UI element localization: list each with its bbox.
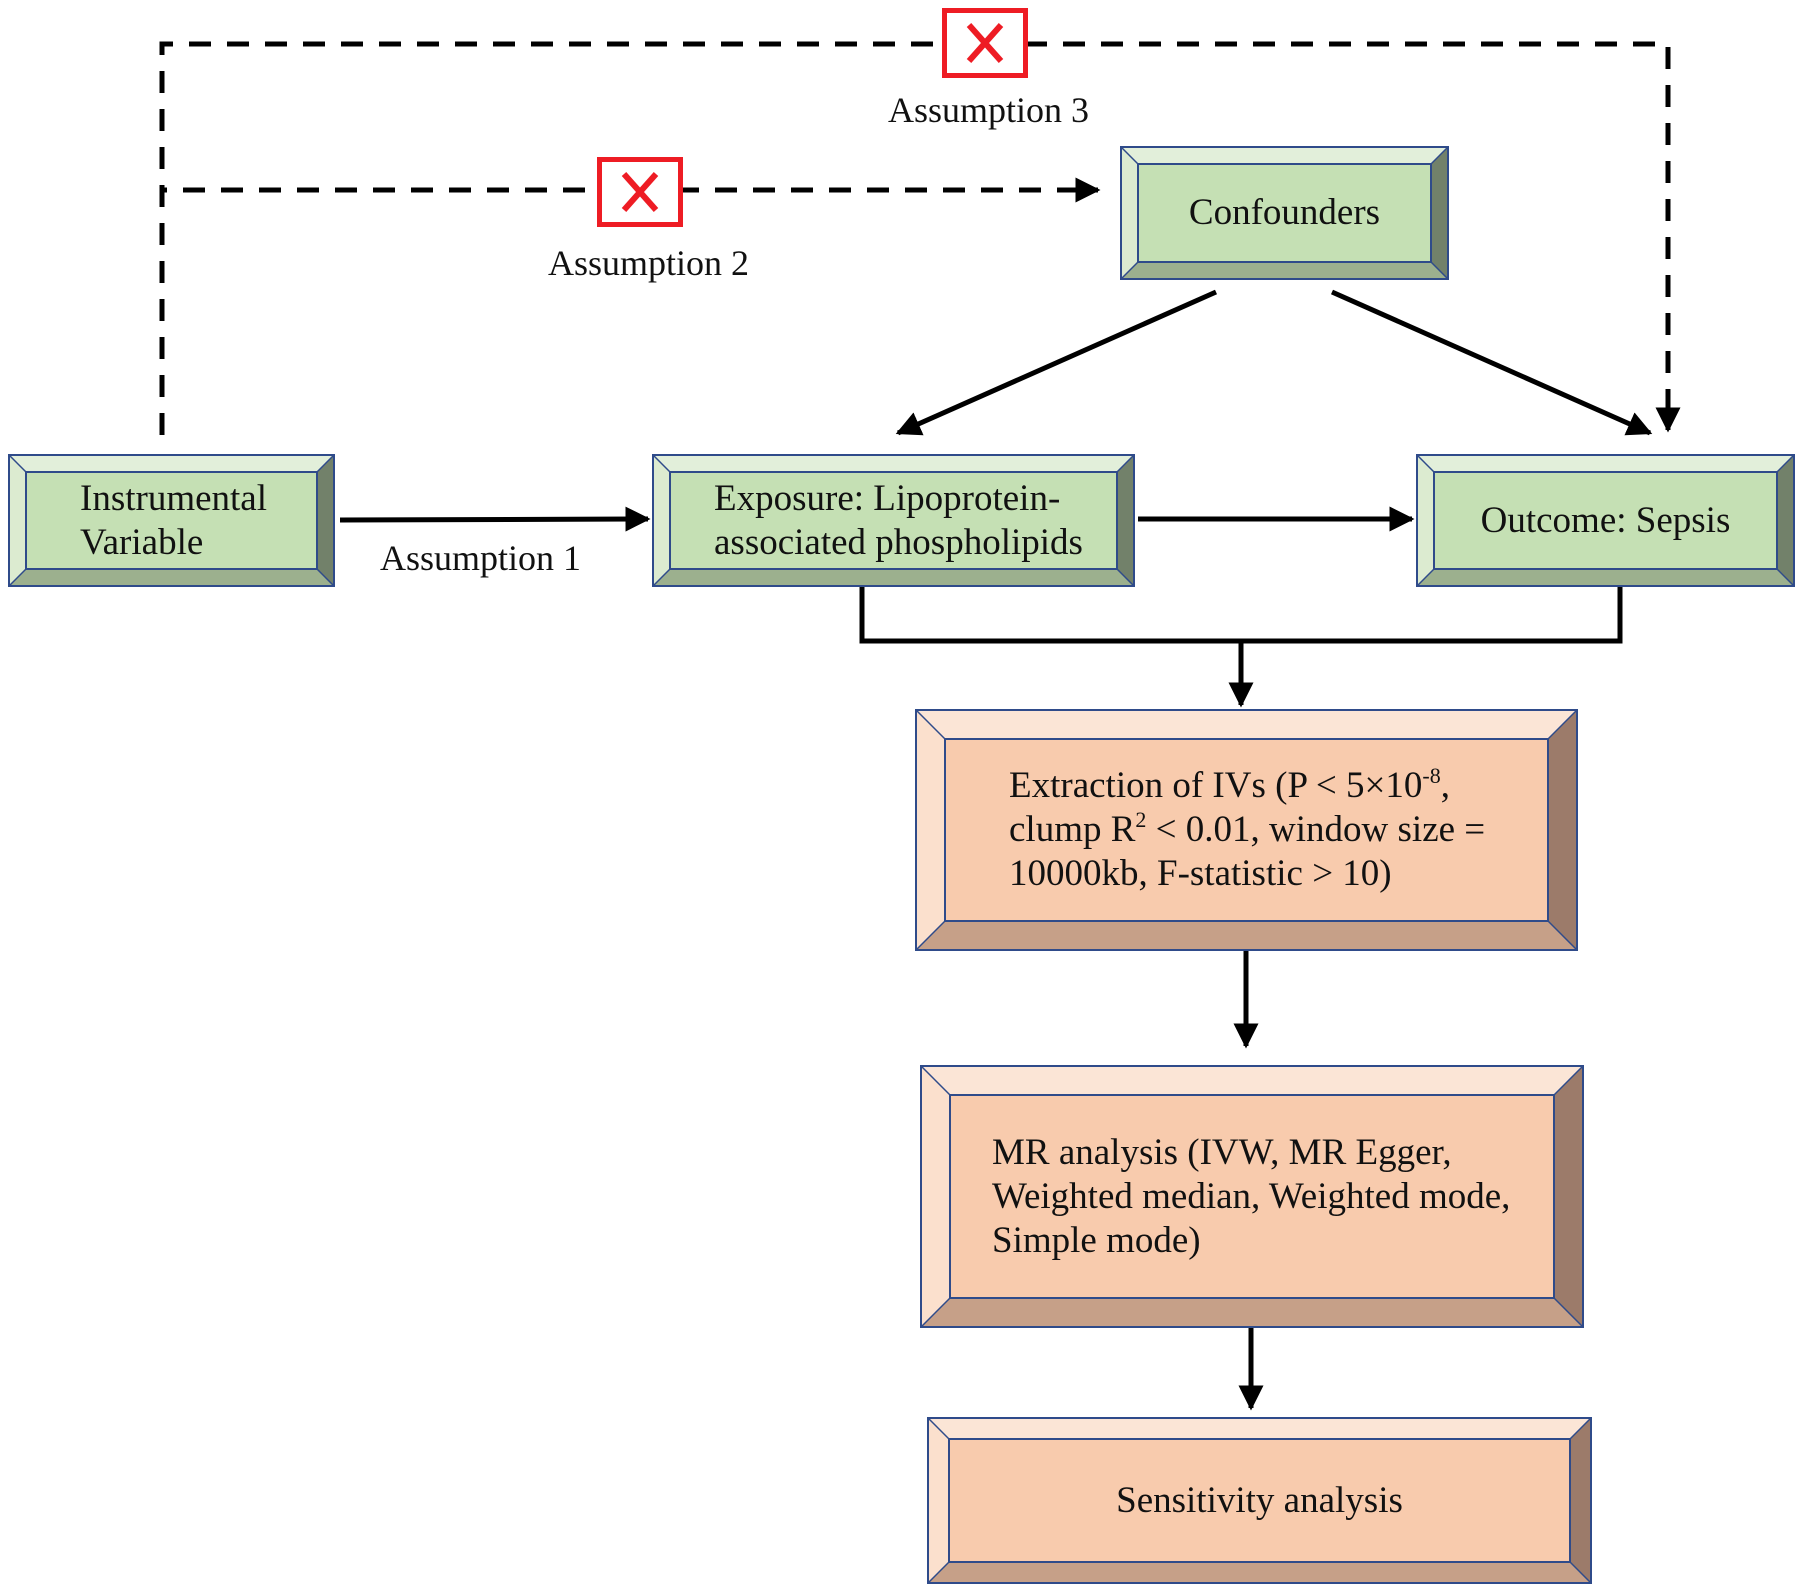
- instrumental-variable-text: Instrumental Variable: [80, 472, 313, 569]
- confounders-text: Confounders: [1138, 164, 1431, 262]
- confounders-label: Confounders: [1188, 192, 1381, 233]
- sensitivity-label: Sensitivity analysis: [1116, 1479, 1403, 1521]
- instrumental-variable-line: Instrumental: [80, 477, 268, 519]
- bevel-frame: [927, 1417, 1592, 1584]
- mr-analysis-text: MR analysis (IVW, MR Egger, Weighted med…: [992, 1095, 1554, 1298]
- assumption1-label: Assumption 1: [380, 538, 582, 578]
- exposure-line: Exposure: Lipoprotein-: [714, 477, 1061, 519]
- bevel-frame: [915, 709, 1578, 951]
- mr-analysis-line: Simple mode): [992, 1219, 1201, 1261]
- mr-analysis-line: MR analysis (IVW, MR Egger,: [992, 1131, 1452, 1173]
- arrow-confounders-to-exposure: [895, 289, 1218, 436]
- x-mark-icon: [942, 8, 1028, 78]
- bracket-exposure-outcome: [859, 587, 1623, 644]
- bevel-frame: [652, 454, 1135, 587]
- arrow-instrumental-to-exposure: [339, 506, 651, 532]
- extraction-line-2: clump R2 < 0.01, window size =: [1009, 807, 1486, 851]
- mr-analysis-line: Weighted median, Weighted mode,: [992, 1175, 1511, 1217]
- instrumental-variable-box: Instrumental Variable: [8, 454, 335, 587]
- bevel-frame: [1120, 146, 1449, 280]
- sensitivity-box: Sensitivity analysis: [927, 1417, 1592, 1584]
- exposure-text: Exposure: Lipoprotein- associated phosph…: [714, 472, 1117, 569]
- outcome-text: Outcome: Sepsis: [1434, 472, 1777, 569]
- instrumental-variable-line: Variable: [80, 521, 204, 563]
- exposure-box: Exposure: Lipoprotein- associated phosph…: [652, 454, 1135, 587]
- extraction-line-1: Extraction of IVs (P < 5×10-8,: [1009, 763, 1450, 807]
- bevel-frame: [920, 1065, 1584, 1328]
- bevel-frame: [1416, 454, 1795, 587]
- sensitivity-text: Sensitivity analysis: [949, 1439, 1570, 1562]
- extraction-line-3: 10000kb, F-statistic > 10): [1009, 853, 1392, 894]
- extraction-box: Extraction of IVs (P < 5×10-8, clump R2 …: [915, 709, 1578, 951]
- bevel-frame: [8, 454, 335, 587]
- confounders-box: Confounders: [1120, 146, 1449, 280]
- outcome-label: Outcome: Sepsis: [1480, 499, 1731, 541]
- assumption2-label: Assumption 2: [548, 243, 750, 283]
- exposure-line: associated phospholipids: [714, 521, 1083, 563]
- outcome-box: Outcome: Sepsis: [1416, 454, 1795, 587]
- mr-analysis-box: MR analysis (IVW, MR Egger, Weighted med…: [920, 1065, 1584, 1328]
- x-mark-icon: [597, 157, 683, 227]
- arrow-confounders-to-outcome: [1330, 289, 1653, 436]
- assumption3-label: Assumption 3: [888, 90, 1090, 130]
- assumption2-dashed-path: [159, 177, 1101, 435]
- extraction-text: Extraction of IVs (P < 5×10-8, clump R2 …: [1009, 739, 1548, 921]
